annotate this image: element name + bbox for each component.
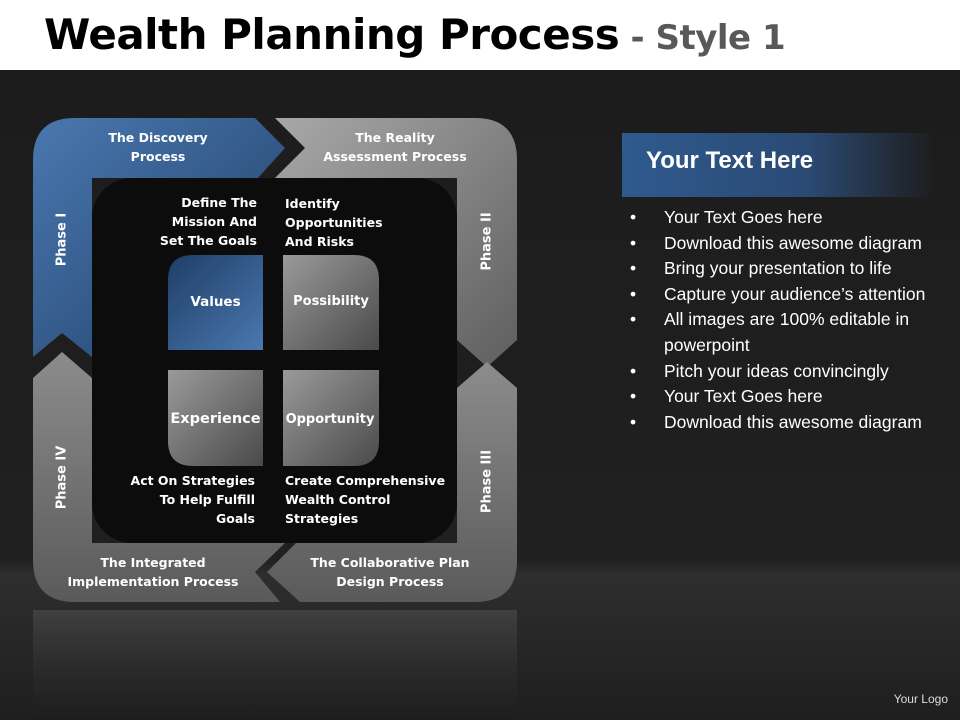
segment-reality	[275, 118, 517, 367]
quadrant-experience: Experience	[170, 411, 261, 427]
phase-1-label: Phase I	[54, 212, 70, 267]
phase-2-label: Phase II	[479, 212, 495, 271]
quadrant-opportunity: Opportunity	[285, 412, 375, 427]
title-main: Wealth Planning Process	[44, 10, 620, 59]
panel-heading: Your Text Here	[646, 147, 814, 174]
title-style: Style 1	[655, 18, 786, 58]
bullet-item: Pitch your ideas convincingly	[630, 359, 930, 385]
phase-4-label: Phase IV	[54, 445, 70, 510]
bullet-item: All images are 100% editable in powerpoi…	[630, 307, 930, 358]
bullet-item: Bring your presentation to life	[630, 256, 930, 282]
quadrant-values: Values	[190, 294, 241, 310]
title-separator: -	[619, 18, 656, 58]
segment-discovery	[33, 118, 285, 357]
quadrant-experience-shape	[168, 370, 263, 466]
bullet-item: Download this awesome diagram	[630, 231, 930, 257]
bullet-item: Download this awesome diagram	[630, 410, 930, 436]
reflection	[33, 610, 517, 720]
bullet-item: Capture your audience’s attention	[630, 282, 930, 308]
phase-3-label: Phase III	[479, 449, 495, 514]
quadrant-values-shape	[168, 255, 263, 350]
quadrant-opportunity-shape	[283, 370, 379, 466]
bullet-item: Your Text Goes here	[630, 384, 930, 410]
slide-title: Wealth Planning Process - Style 1	[44, 10, 786, 59]
quadrant-possibility: Possibility	[293, 294, 369, 309]
panel-heading-box: Your Text Here	[622, 133, 932, 197]
quadrant-possibility-shape	[283, 255, 379, 350]
segment-integrated	[33, 352, 285, 602]
bullet-list: Your Text Goes here Download this awesom…	[630, 205, 930, 435]
logo-text: Your Logo	[893, 692, 948, 706]
bullet-item: Your Text Goes here	[630, 205, 930, 231]
segment-collaborative	[267, 362, 517, 602]
